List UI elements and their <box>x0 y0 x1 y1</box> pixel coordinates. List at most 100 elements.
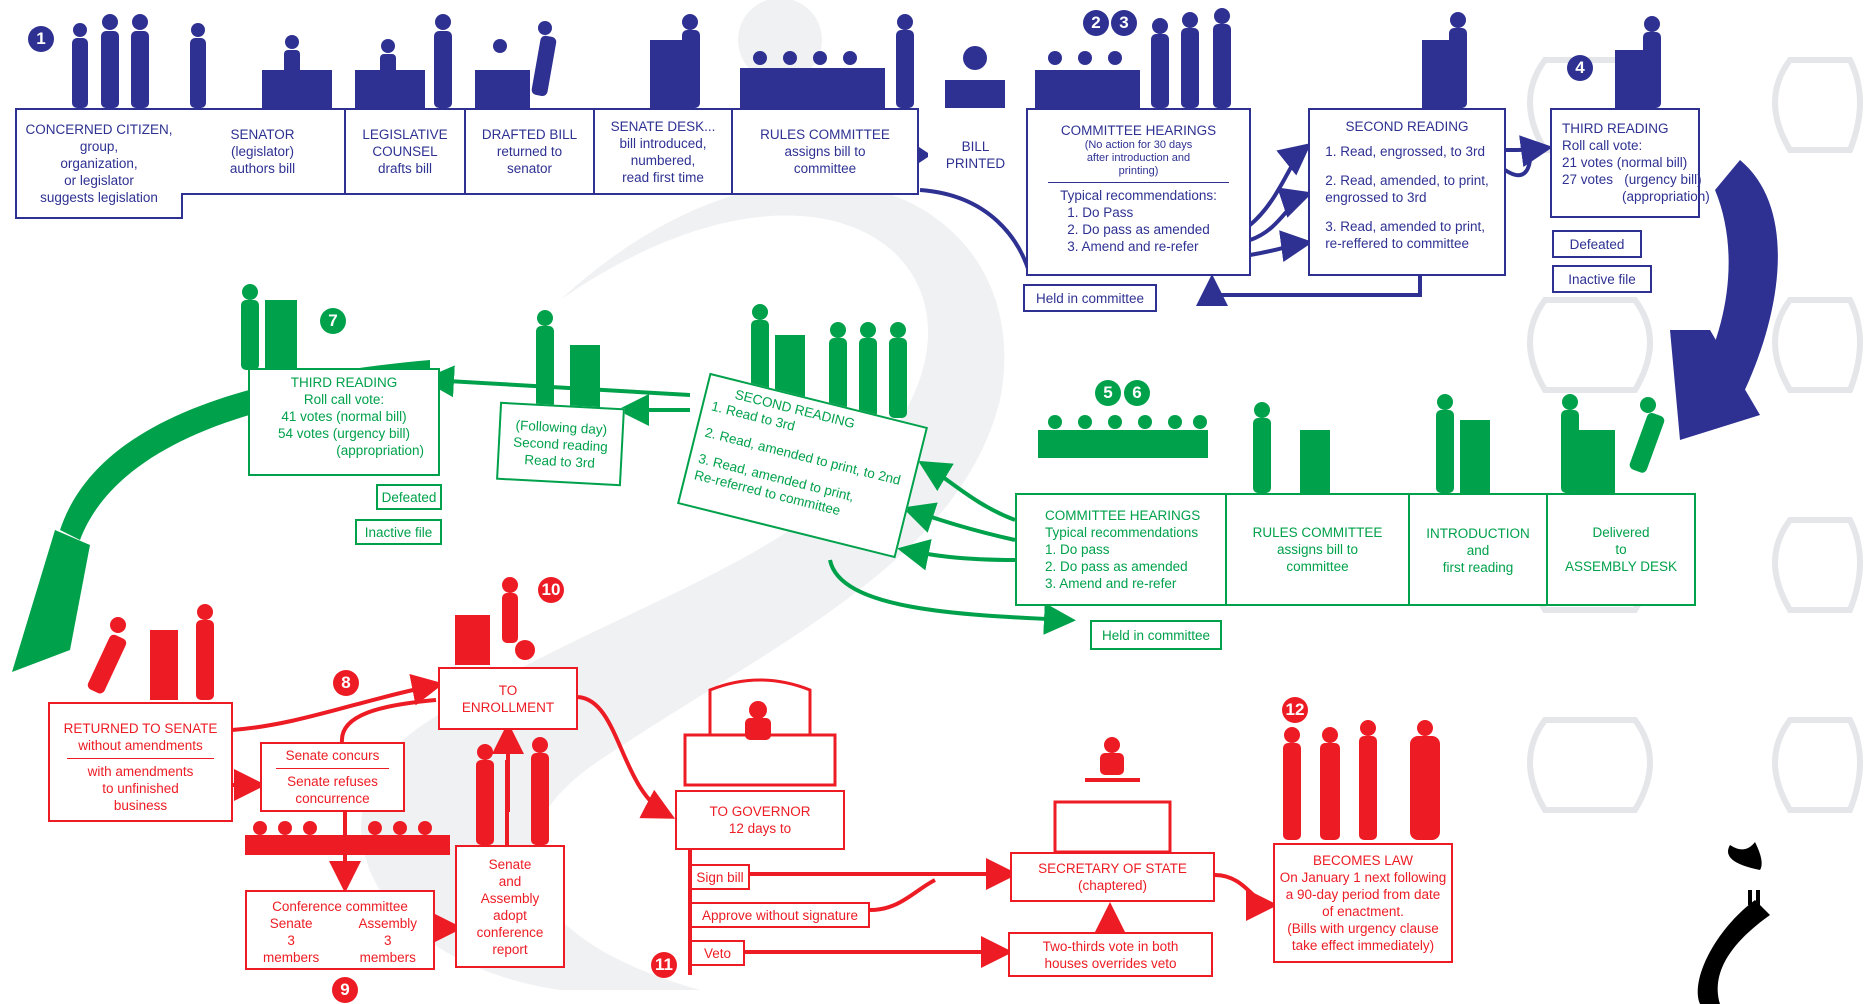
assembly-following-day-box: (Following day) Second reading Read to 3… <box>496 401 625 487</box>
adopt-line-6: report <box>492 941 528 957</box>
conference-committee-box: Conference committee Senate 3 members As… <box>245 890 435 970</box>
step-badge-5: 5 <box>1095 380 1121 406</box>
enrollment-line-1: TO <box>498 682 518 698</box>
printed-to-hearings-curve <box>919 188 1032 276</box>
counsel-box: LEGISLATIVE COUNSEL drafts bill <box>344 108 466 195</box>
senate-hearing-item-2: 2. Do pass as amended <box>1067 222 1210 237</box>
sos-figure <box>1085 737 1140 782</box>
returned-with-2: to unfinished <box>102 781 179 796</box>
step-badge-1: 1 <box>28 26 54 52</box>
conf-senate-2: 3 <box>287 933 295 948</box>
desk-line-2: bill introduced, <box>619 135 707 151</box>
senate-third-line-2: 21 votes (normal bill) <box>1562 155 1688 170</box>
asm-hearing-item-3: 3. Amend and re-refer <box>1045 576 1177 591</box>
counsel-line-1: LEGISLATIVE <box>362 127 448 142</box>
concurs-label: Senate concurs <box>285 748 380 763</box>
adopt-line-3: Assembly <box>480 890 540 906</box>
senate-hearing-item-3: 3. Amend and re-refer <box>1067 239 1199 254</box>
senate-hearing-item-1: 1. Do Pass <box>1067 205 1134 220</box>
divider <box>66 758 215 759</box>
drafted-figure <box>475 21 557 108</box>
sign-bill-box: Sign bill <box>690 864 750 890</box>
drafted-line-1: DRAFTED BILL <box>481 127 578 142</box>
override-box: Two-thirds vote in both houses overrides… <box>1008 932 1213 977</box>
senate-second-title: SECOND READING <box>1345 119 1469 134</box>
enrollment-box: TO ENROLLMENT <box>438 667 578 730</box>
law-line-2: a 90-day period from date <box>1285 887 1441 902</box>
third-reading-figure <box>1615 16 1661 108</box>
conference-members: Senate 3 members Assembly 3 members <box>251 915 429 966</box>
asm-intro-line-3: first reading <box>1442 560 1514 575</box>
asm-third-line-1: Roll call vote: <box>303 392 385 407</box>
second-reading-figure <box>1422 12 1467 108</box>
asm-intro-figure <box>1436 394 1490 493</box>
secretary-of-state-box: SECRETARY OF STATE (chaptered) <box>1010 852 1215 902</box>
refuses-line-1: Senate refuses <box>287 774 378 789</box>
senate-third-title: THIRD READING <box>1562 121 1669 136</box>
desk-line-3: numbered, <box>630 152 696 168</box>
adopt-line-5: conference <box>476 924 544 940</box>
asm-intro-line-2: and <box>1466 543 1490 558</box>
governor-box: TO GOVERNOR 12 days to <box>675 790 845 850</box>
adopt-report-box: Senate and Assembly adopt conference rep… <box>455 845 565 968</box>
law-line-4: (Bills with urgency clause <box>1287 921 1439 936</box>
asm-third-line-4: (appropriation) <box>336 443 424 458</box>
drafted-line-3: senator <box>506 161 553 176</box>
conference-title: Conference committee <box>272 899 408 914</box>
step-badge-7: 7 <box>320 308 346 334</box>
law-figures <box>1283 720 1440 840</box>
returned-sub: without amendments <box>78 738 203 753</box>
rules-line-1: RULES COMMITTEE <box>760 127 890 142</box>
asm-rules-figure <box>1253 402 1330 493</box>
senate-connectors <box>919 135 1553 306</box>
divider <box>1047 182 1230 183</box>
step-badge-3: 3 <box>1111 10 1137 36</box>
asm-second-figure <box>751 304 907 418</box>
conf-assembly-3: members <box>359 950 416 965</box>
step-badge-6: 6 <box>1124 380 1150 406</box>
delivered-line-1: Delivered <box>1592 525 1650 540</box>
assembly-intro-box: INTRODUCTION and first reading <box>1408 493 1548 606</box>
asm-third-figure <box>241 284 297 370</box>
asm-third-line-3: 54 votes (urgency bill) <box>277 426 411 441</box>
drafted-line-2: returned to <box>496 144 563 159</box>
step-badge-2: 2 <box>1083 10 1109 36</box>
asm-hearings-title: COMMITTEE HEARINGS <box>1045 508 1201 523</box>
bill-printed-label: BILL PRINTED <box>928 130 1023 180</box>
assembly-rules-box: RULES COMMITTEE assigns bill to committe… <box>1225 493 1410 606</box>
senate-to-assembly-arrowhead <box>1670 330 1760 440</box>
step-badge-8: 8 <box>333 670 359 696</box>
governor-figure-body <box>745 701 771 740</box>
law-title: BECOMES LAW <box>1312 853 1414 868</box>
conf-assembly-1: Assembly <box>358 916 417 931</box>
desk-line-1: SENATE DESK... <box>610 118 716 134</box>
step-badge-12: 12 <box>1282 697 1308 723</box>
asm-intro-line-1: INTRODUCTION <box>1426 526 1530 541</box>
senate-hearings-note-2: after introduction and <box>1086 152 1191 164</box>
override-line-1: Two-thirds vote in both <box>1042 938 1179 954</box>
senate-second-reading-box: SECOND READING 1. Read, engrossed, to 3r… <box>1308 108 1506 276</box>
senator-figure <box>190 23 332 108</box>
law-line-3: of enactment. <box>1322 904 1404 919</box>
becomes-law-box: BECOMES LAW On January 1 next following … <box>1273 843 1453 963</box>
returned-with-3: business <box>113 798 168 813</box>
senate-second-item-3: 3. Read, amended to print, re-reffered t… <box>1325 219 1486 251</box>
law-line-5: take effect immediately) <box>1291 938 1435 953</box>
hearing-figure <box>1035 8 1231 108</box>
approve-box: Approve without signature <box>690 902 870 928</box>
enrollment-line-2: ENROLLMENT <box>461 699 555 715</box>
desk-figure <box>650 14 700 108</box>
printer-figure <box>945 46 1005 108</box>
printed-line-2: PRINTED <box>945 156 1006 171</box>
senator-line-3: authors bill <box>229 161 296 176</box>
adopt-figure <box>476 737 549 845</box>
assembly-defeated-box: Defeated <box>376 484 442 510</box>
assembly-hearings-box: COMMITTEE HEARINGS Typical recommendatio… <box>1015 493 1227 606</box>
conference-senate: Senate 3 members <box>263 915 319 966</box>
adopt-line-4: adopt <box>493 907 527 923</box>
conference-assembly: Assembly 3 members <box>358 915 417 966</box>
assembly-delivered-box: Delivered to ASSEMBLY DESK <box>1546 493 1696 606</box>
asm-hearing-item-1: 1. Do pass <box>1045 542 1110 557</box>
senate-held-box: Held in committee <box>1023 284 1157 312</box>
assembly-connectors <box>422 365 1076 635</box>
